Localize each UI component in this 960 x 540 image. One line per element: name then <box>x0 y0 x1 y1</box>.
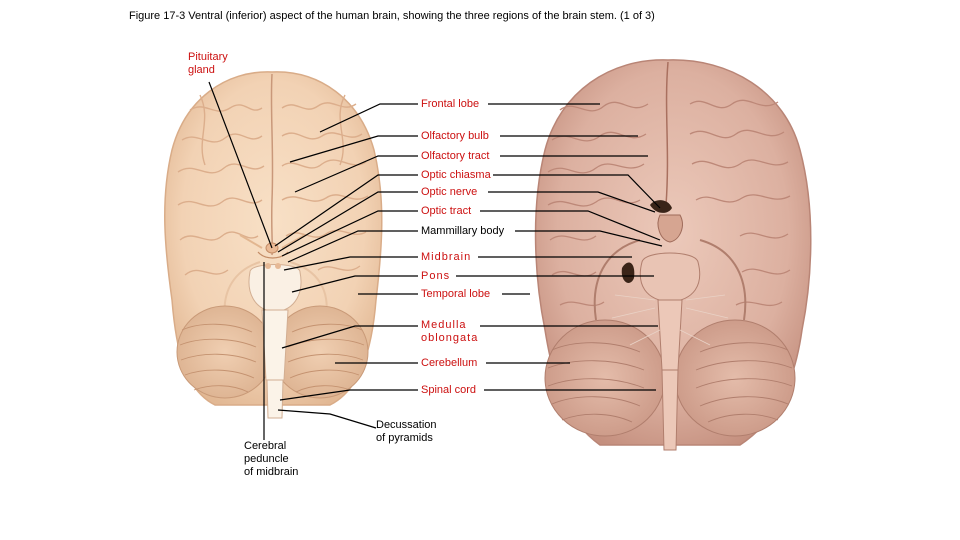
leader-mammillary-body <box>287 230 418 263</box>
leader-decussation <box>277 409 377 429</box>
leader-optic-chiasma <box>274 174 418 247</box>
label-mammillary-body: Mammillary body <box>419 225 507 238</box>
leader-lines <box>208 81 663 440</box>
photo-cerebellum-right <box>674 319 796 437</box>
label-cerebral-peduncle: Cerebral peduncle of midbrain <box>244 440 299 478</box>
label-olfactory-tract: Olfactory tract <box>419 150 492 163</box>
label-optic-chiasma: Optic chiasma <box>419 169 493 182</box>
leader-optic-tract <box>281 210 418 257</box>
leader-olfactory-tract <box>294 155 418 193</box>
label-cerebellum: Cerebellum <box>419 357 480 370</box>
leader-optic-chiasma-right <box>474 174 661 209</box>
illustration-spinal-cord <box>266 379 284 419</box>
label-decussation-of-pyramids: Decussation of pyramids <box>376 419 437 444</box>
illustration-folia <box>179 323 365 393</box>
leader-frontal-lobe <box>319 103 418 133</box>
label-midbrain: Midbrain <box>419 251 474 264</box>
photo-folia <box>547 342 793 423</box>
label-olfactory-bulb: Olfactory bulb <box>419 130 491 143</box>
label-optic-nerve: Optic nerve <box>419 186 480 199</box>
label-pituitary-gland: Pituitary gland <box>188 51 228 76</box>
photo-cerebellum-left <box>544 319 666 437</box>
brain-photo <box>534 59 812 451</box>
leader-olfactory-bulb <box>289 135 418 163</box>
label-pons: Pons <box>419 270 453 283</box>
photo-nerve-roots <box>611 294 729 346</box>
figure-title: Figure 17-3 Ventral (inferior) aspect of… <box>129 10 655 22</box>
leader-optic-nerve-right <box>488 191 656 213</box>
photo-gyri <box>547 99 791 307</box>
label-temporal-lobe: Temporal lobe <box>419 288 493 301</box>
leader-optic-tract-right <box>480 210 661 241</box>
leader-mammillary-body-right <box>515 230 663 247</box>
photo-pons <box>639 252 701 303</box>
label-frontal-lobe: Frontal lobe <box>419 98 482 111</box>
brain-illustration <box>164 71 383 419</box>
photo-medulla <box>657 299 683 371</box>
leader-spinal-cord <box>279 389 418 401</box>
illustration-gyri <box>177 94 369 276</box>
leader-medulla <box>281 325 418 349</box>
label-medulla-oblongata: Medulla oblongata <box>419 319 481 345</box>
label-spinal-cord: Spinal cord <box>419 384 479 397</box>
label-optic-tract: Optic tract <box>419 205 474 218</box>
illustration-midline <box>270 73 274 256</box>
leader-pituitary <box>208 81 273 249</box>
photo-spinal-cord <box>661 369 679 451</box>
illustration-medulla <box>261 309 289 381</box>
illustration-cerebellum-left <box>176 305 274 399</box>
photo-midline <box>665 61 669 206</box>
illustration-pons <box>248 264 302 313</box>
leader-pons <box>291 275 418 293</box>
leader-midbrain <box>283 256 418 271</box>
leader-optic-nerve <box>277 191 418 253</box>
